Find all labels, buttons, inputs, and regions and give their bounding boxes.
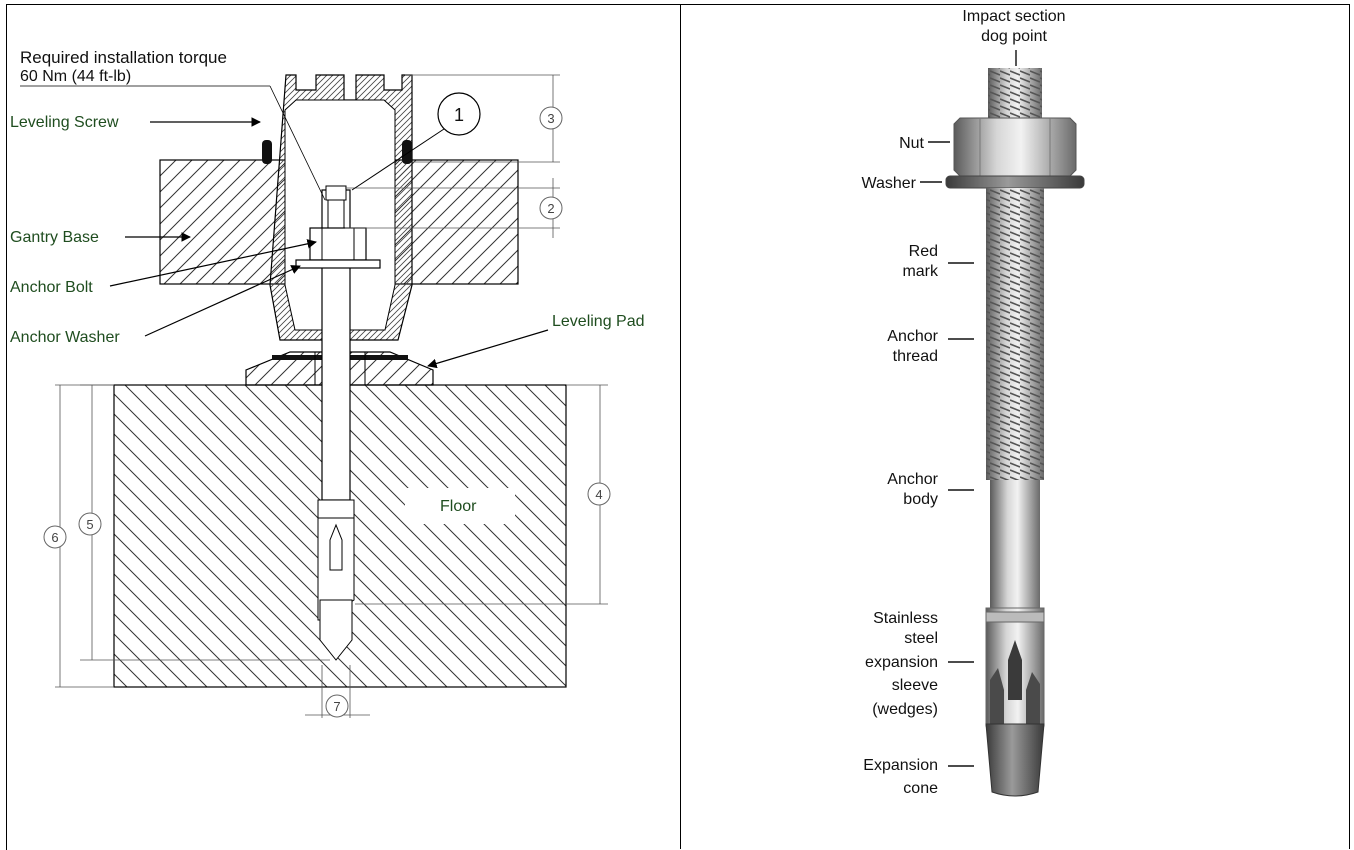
anchor-nut-photo <box>953 117 1077 177</box>
label-sleeve-5: (wedges) <box>872 701 938 718</box>
anchor-washer <box>295 259 381 269</box>
label-anchor-bolt: Anchor Bolt <box>10 279 93 296</box>
anchor-washer-photo <box>945 175 1085 189</box>
callout-circle <box>437 92 481 136</box>
anchor-nut <box>309 227 367 261</box>
label-cone-1: Expansion <box>863 757 938 774</box>
dim-label-7: 7 <box>333 699 340 714</box>
label-sleeve-4: sleeve <box>892 677 938 694</box>
label-washer: Washer <box>861 175 916 192</box>
dim-label-4: 4 <box>595 487 602 502</box>
dim-label-5: 5 <box>86 517 93 532</box>
label-anchor-body-2: body <box>903 491 938 508</box>
dim-label-2: 2 <box>547 201 554 216</box>
left-cell-edge <box>6 720 7 850</box>
label-leveling-pad: Leveling Pad <box>552 313 645 330</box>
label-anchor-body-1: Anchor <box>887 471 938 488</box>
label-red-mark-2: mark <box>902 263 939 280</box>
label-red-mark-1: Red <box>909 243 938 260</box>
label-nut: Nut <box>899 135 924 152</box>
label-anchor-thread-2: thread <box>893 348 938 365</box>
dim-label-3: 3 <box>547 111 554 126</box>
right-cell-border <box>680 4 1350 849</box>
label-cone-2: cone <box>903 780 938 797</box>
label-sleeve-2: steel <box>904 630 938 647</box>
label-gantry-base: Gantry Base <box>10 229 99 246</box>
left-cell-border <box>6 4 681 849</box>
dim-label-6: 6 <box>51 530 58 545</box>
label-anchor-washer: Anchor Washer <box>10 329 120 346</box>
anchor-illustration: Impact section dog point Nut Washer Red … <box>861 8 1085 797</box>
installation-drawing: 3 2 4 5 6 7 1 Required installation torq… <box>10 48 645 718</box>
label-leveling-screw: Leveling Screw <box>10 114 119 131</box>
label-sleeve-1: Stainless <box>873 610 938 627</box>
label-impact-section: Impact section <box>962 8 1065 25</box>
label-dog-point: dog point <box>981 28 1047 45</box>
expansion-cone-photo <box>985 723 1045 797</box>
label-anchor-thread-1: Anchor <box>887 328 938 345</box>
anchor-body-photo <box>990 480 1040 608</box>
torque-title: Required installation torque <box>20 48 227 67</box>
callout-number: 1 <box>454 105 464 125</box>
torque-value: 60 Nm (44 ft-lb) <box>20 68 131 85</box>
label-sleeve-3: expansion <box>865 654 938 671</box>
label-floor: Floor <box>440 498 477 515</box>
